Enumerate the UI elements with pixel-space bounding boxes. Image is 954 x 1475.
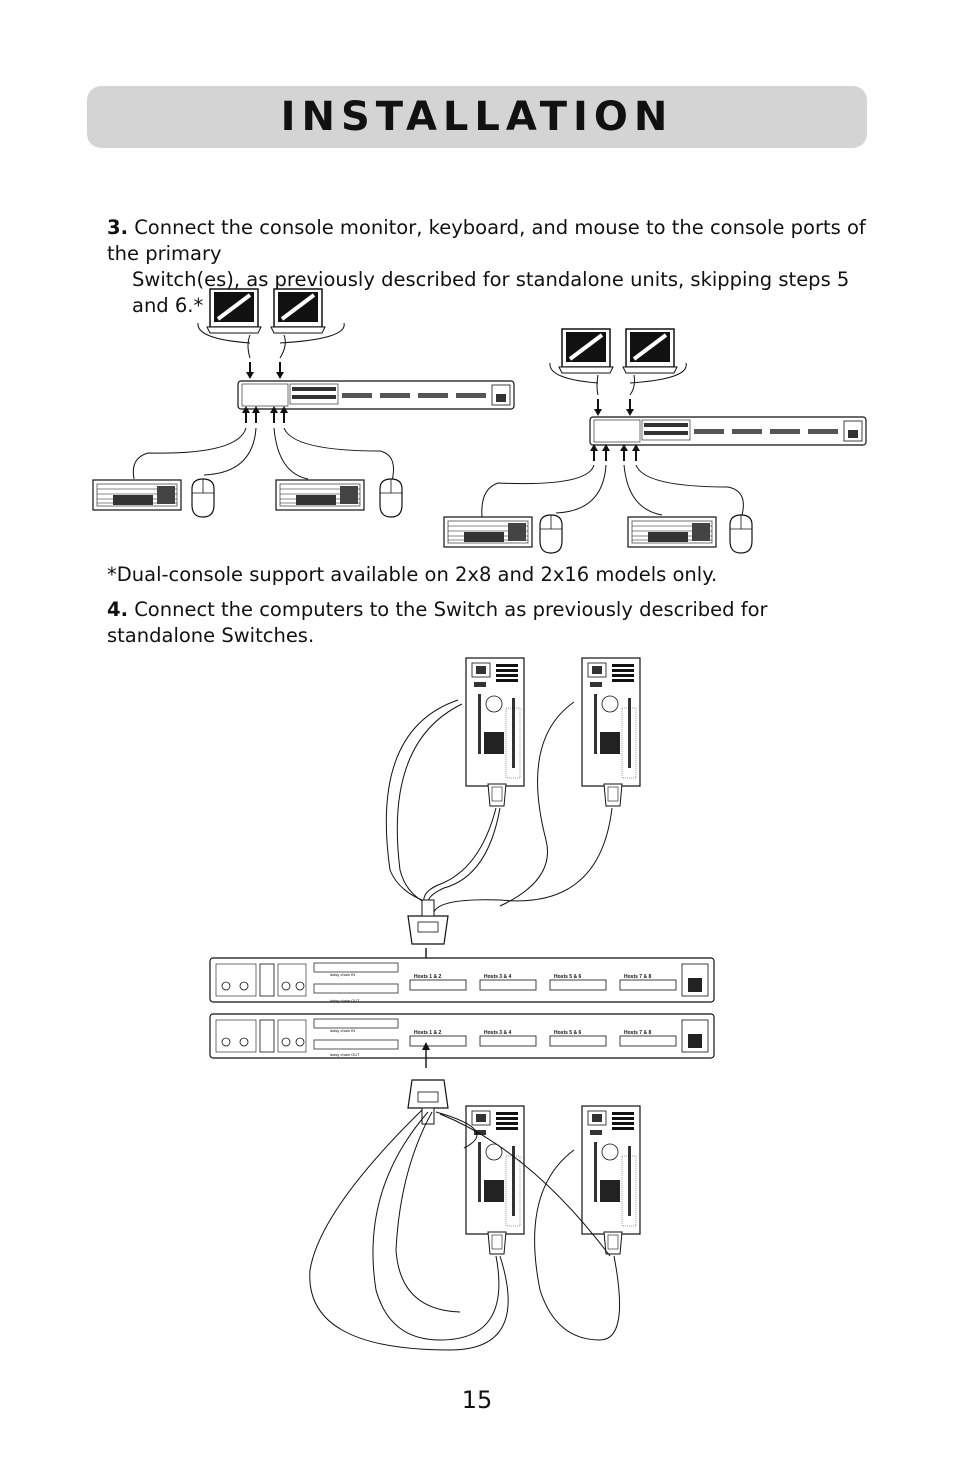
daisy-chain-in-label: daisy chain IN (330, 972, 355, 977)
step-3: 3. Connect the console monitor, keyboard… (107, 215, 877, 319)
computer-connection-diagram: daisy chain OUT daisy chain OUT daisy ch… (209, 657, 715, 1351)
step-3-text-line1: Connect the console monitor, keyboard, a… (107, 216, 866, 265)
step-4-text: Connect the computers to the Switch as p… (107, 598, 768, 647)
port-label-hosts-5-6: Hosts 5 & 6 (554, 974, 581, 980)
port-label-hosts-5-6-b: Hosts 5 & 6 (554, 1030, 581, 1036)
daisy-chain-in-label-2: daisy chain IN (330, 1028, 355, 1033)
port-label-hosts-1-2: Hosts 1 & 2 (414, 974, 441, 980)
port-label-hosts-3-4-b: Hosts 3 & 4 (484, 1030, 511, 1036)
dual-console-note: *Dual-console support available on 2x8 a… (107, 563, 718, 586)
step-3-number: 3. (107, 216, 128, 239)
port-label-hosts-7-8: Hosts 7 & 8 (624, 974, 651, 980)
page-number: 15 (461, 1386, 493, 1414)
daisy-chain-out-label: daisy chain OUT (330, 998, 360, 1003)
daisy-chain-out-label-2: daisy chain OUT (330, 1052, 360, 1057)
step-4: 4. Connect the computers to the Switch a… (107, 597, 877, 649)
console-connection-diagram (92, 287, 867, 554)
port-label-hosts-3-4: Hosts 3 & 4 (484, 974, 511, 980)
step-4-number: 4. (107, 598, 128, 621)
port-label-hosts-7-8-b: Hosts 7 & 8 (624, 1030, 651, 1036)
step-3-text-line2: Switch(es), as previously described for … (132, 268, 850, 317)
header-bar: INSTALLATION (87, 86, 867, 148)
port-label-hosts-1-2-b: Hosts 1 & 2 (414, 1030, 441, 1036)
page-title: INSTALLATION (280, 94, 674, 140)
